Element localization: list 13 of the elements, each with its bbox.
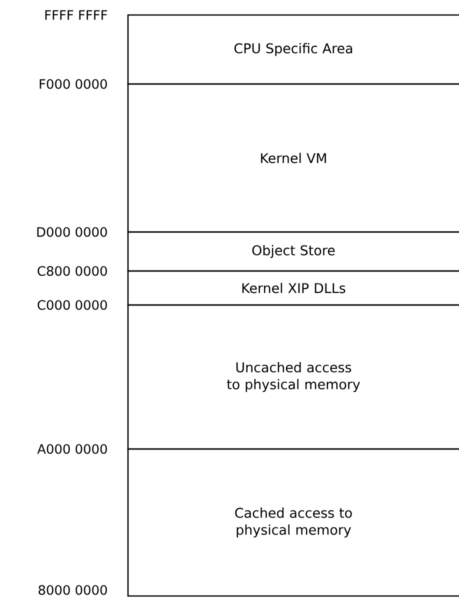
address-label: F000 0000 bbox=[40, 79, 107, 89]
memory-region-band: Object Store bbox=[127, 231, 459, 272]
memory-region-band: Cached access to physical memory bbox=[127, 448, 459, 597]
memory-region-band: Kernel VM bbox=[127, 83, 459, 233]
address-label: A000 0000 bbox=[37, 444, 107, 454]
memory-region-band: Kernel XIP DLLs bbox=[127, 270, 459, 306]
address-label: 8000 0000 bbox=[38, 585, 107, 595]
address-label: FFFF FFFF bbox=[45, 10, 108, 20]
memory-region-band: CPU Specific Area bbox=[127, 14, 459, 85]
memory-region-band: Uncached access to physical memory bbox=[127, 304, 459, 450]
address-label: C800 0000 bbox=[38, 266, 107, 276]
address-label: D000 0000 bbox=[37, 227, 107, 237]
address-label: C000 0000 bbox=[38, 300, 107, 310]
